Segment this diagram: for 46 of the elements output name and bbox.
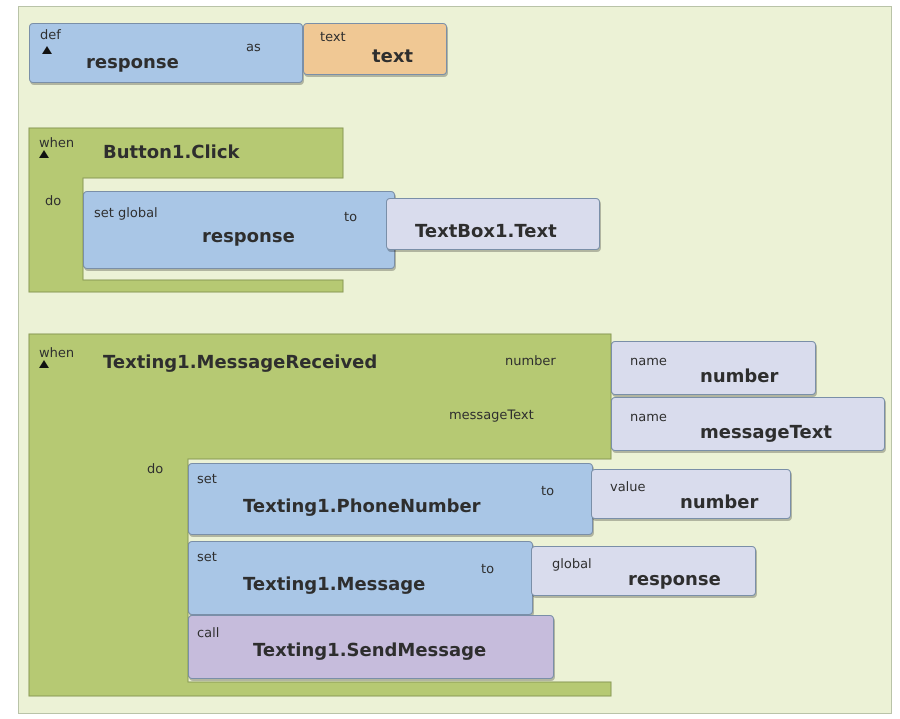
setter-block [83,191,395,269]
keyword-label: messageText [449,408,534,423]
value-block [611,397,885,451]
keyword-label: call [197,626,220,641]
keyword-label: text [320,30,346,45]
value-block [531,546,756,596]
block-label: number [700,366,778,387]
keyword-label: set global [94,206,158,221]
keyword-label: value [610,480,646,495]
block-label: response [202,226,295,247]
keyword-label: name [630,410,667,425]
block-label: text [372,46,414,67]
setter-block [188,463,593,535]
keyword-label: do [147,462,164,477]
block-label: response [86,52,179,73]
keyword-label: number [505,354,556,369]
keyword-label: set [197,550,217,565]
event-block [29,128,343,292]
call-block [188,615,554,679]
value-block [611,341,816,395]
block-label: Button1.Click [103,142,240,163]
block-label: TextBox1.Text [415,221,557,242]
keyword-label: name [630,354,667,369]
text-block [303,23,447,75]
keyword-label: when [39,136,74,151]
keyword-label: to [541,484,554,499]
block-label: Texting1.PhoneNumber [243,496,481,517]
setter-block [29,23,303,83]
keyword-label: to [344,210,358,225]
keyword-label: do [45,194,62,209]
block-label: Texting1.SendMessage [253,640,486,661]
value-block [591,469,791,519]
keyword-label: set [197,472,217,487]
block-label: response [628,569,721,590]
setter-block [188,541,533,615]
block-label: messageText [700,422,832,443]
value-block [386,198,600,250]
keyword-label: when [39,346,74,361]
event-block [29,334,611,696]
keyword-label: global [552,557,592,572]
block-label: Texting1.MessageReceived [103,352,378,373]
keyword-label: as [246,40,261,55]
block-label: Texting1.Message [243,574,426,595]
keyword-label: to [481,562,494,577]
block-label: number [680,492,758,513]
keyword-label: def [40,28,61,43]
